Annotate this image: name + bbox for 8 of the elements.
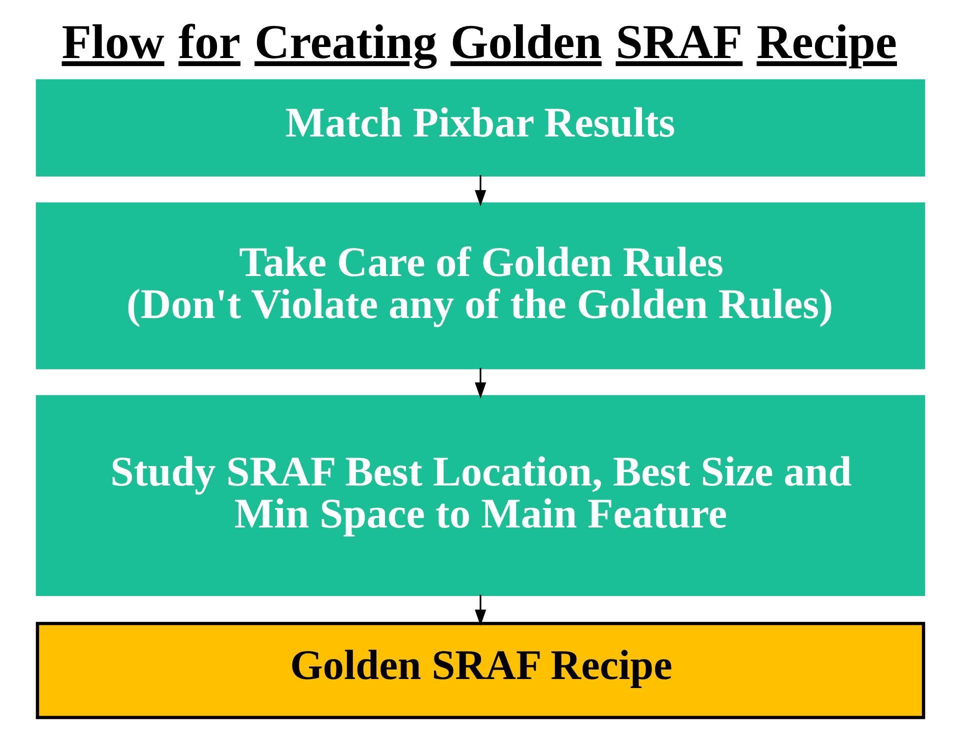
node-box: Golden SRAF Recipe — [36, 622, 926, 720]
arrow — [474, 175, 486, 206]
node-box: Study SRAF Best Location, Best Size and Min Space to Main Feature — [36, 395, 926, 596]
node-box: Take Care of Golden Rules (Don't Violate any of the Golden Rules) — [36, 202, 926, 370]
arrow — [474, 368, 486, 399]
arrow — [474, 594, 486, 626]
node-box: Match Pixbar Results — [36, 79, 926, 176]
diagram-title: Flow for Creating Golden SRAF Recipe — [62, 15, 897, 70]
